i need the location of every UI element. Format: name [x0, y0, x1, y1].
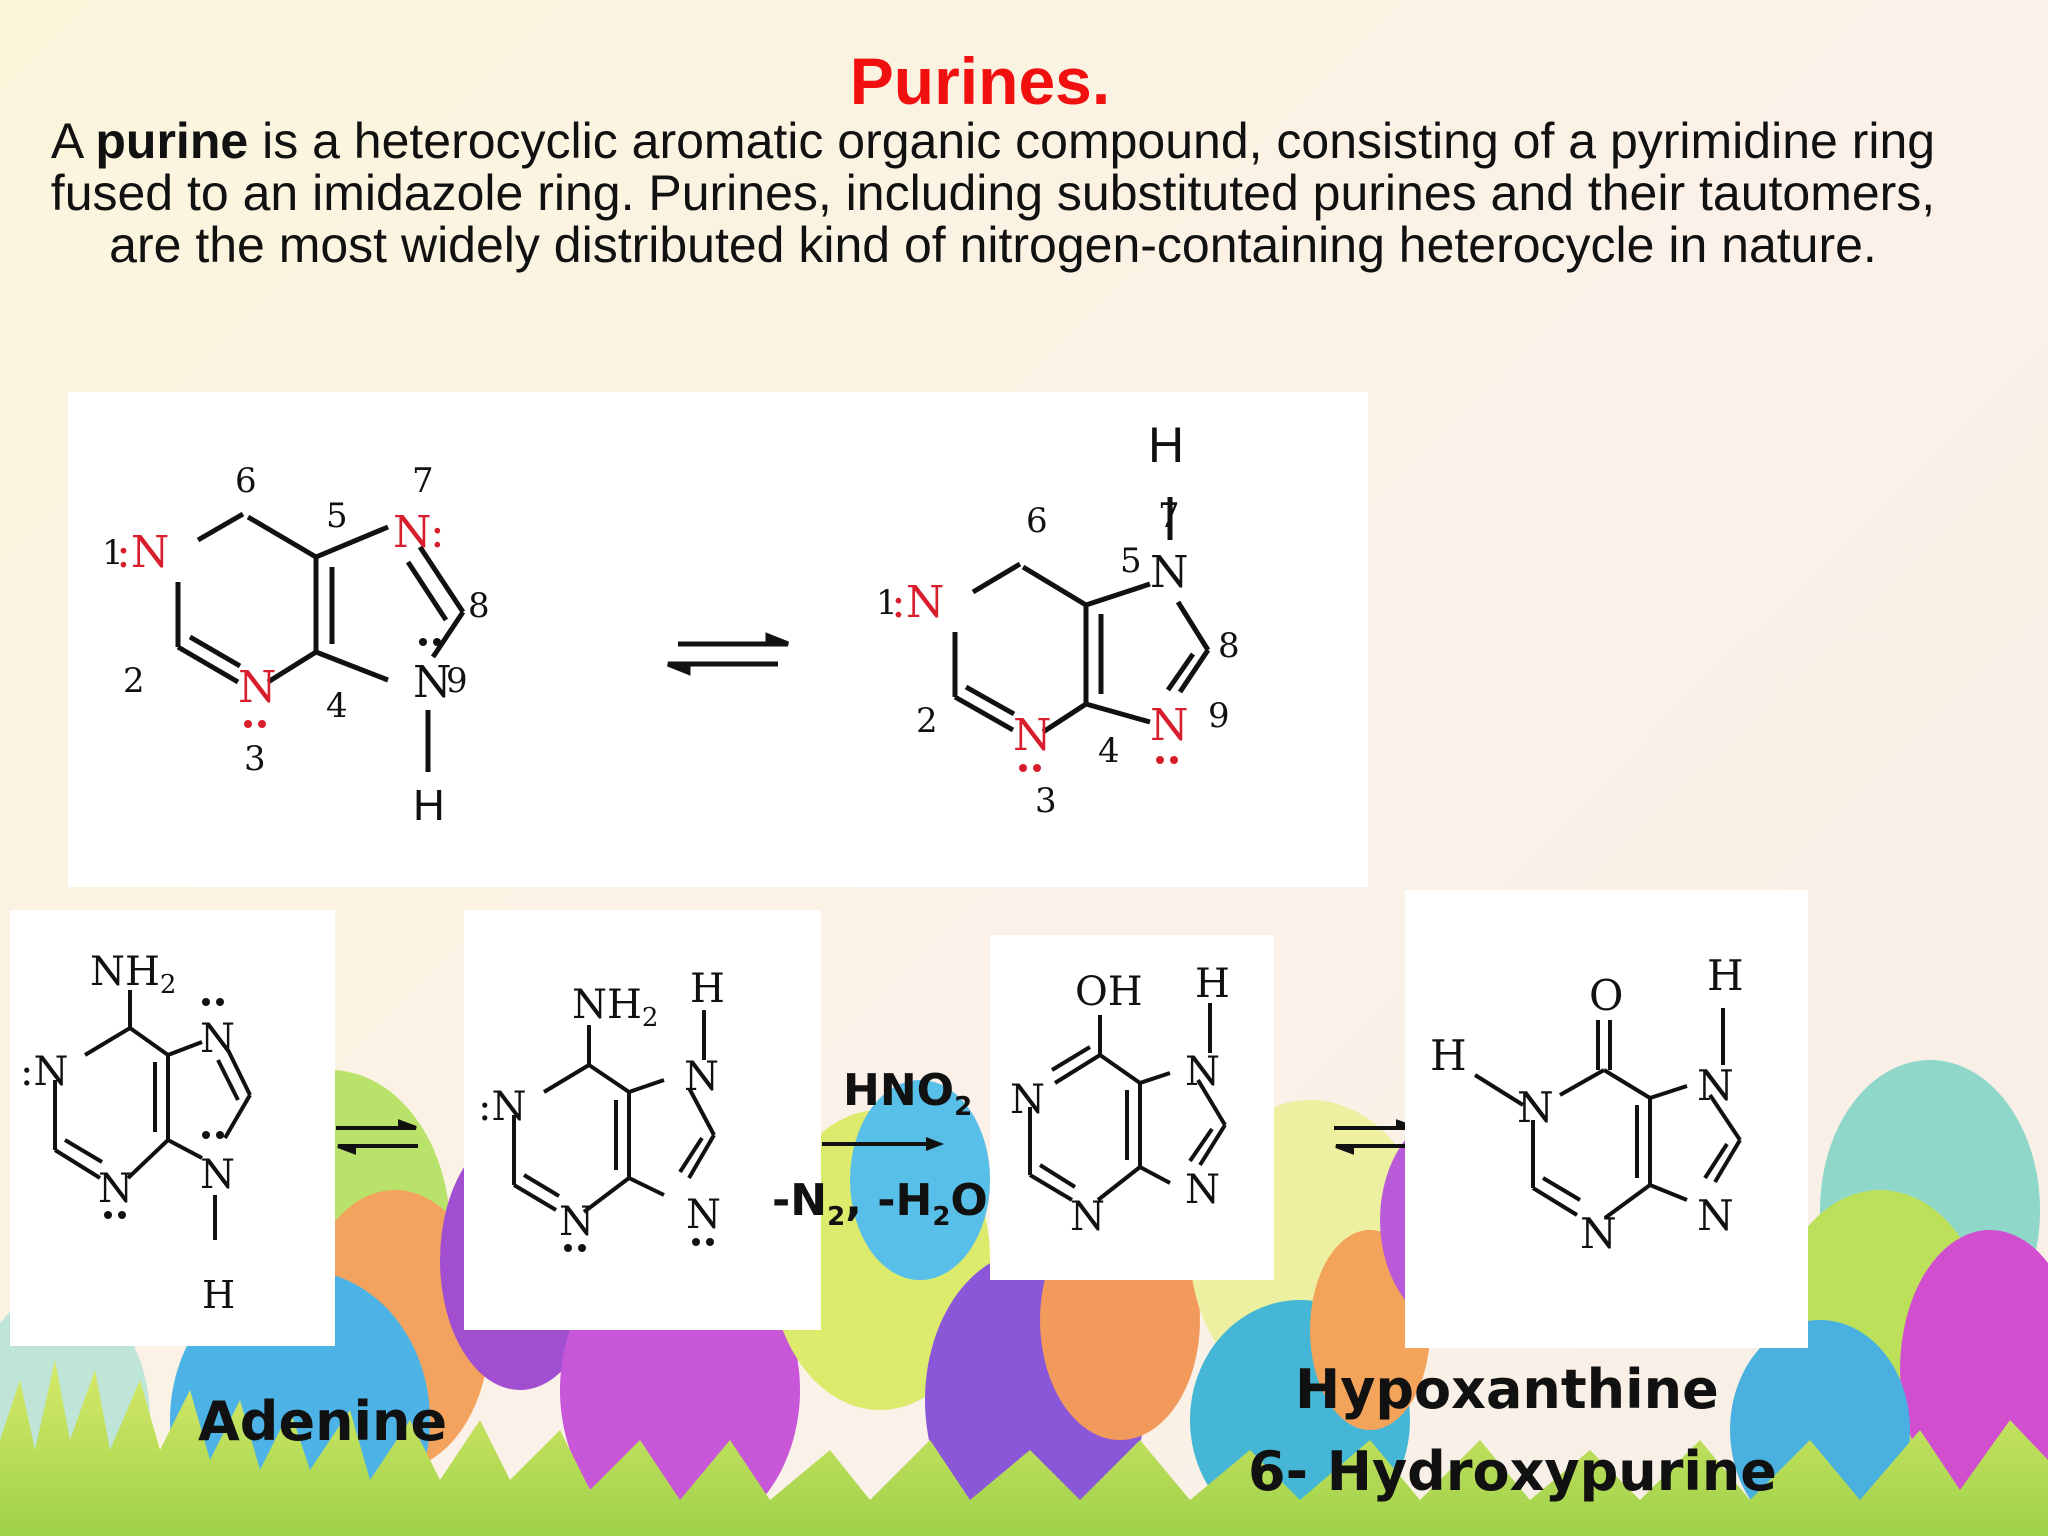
- purine-7h-num-6: 6: [1026, 501, 1048, 541]
- purine-7h-num-2: 2: [916, 701, 938, 741]
- hypoxanthine-o: O: [1589, 971, 1623, 1020]
- reagent-top: HNO2: [843, 1065, 973, 1122]
- caption-adenine: Adenine: [198, 1390, 448, 1453]
- purine-7h-n7: N: [1150, 547, 1189, 598]
- purine-9h-num-9: 9: [446, 661, 468, 701]
- hypoxanthine-n1: N: [1517, 1083, 1554, 1132]
- adenine-9h-h9: H: [202, 1273, 235, 1317]
- adenine-7h-h7: H: [690, 966, 725, 1012]
- adenine-7h-n3: N: [559, 1199, 594, 1245]
- purine-9h-num-7: 7: [412, 461, 434, 501]
- hypoxanthine-h7: H: [1707, 951, 1744, 1000]
- purine-7h-h7: H: [1148, 417, 1184, 473]
- intro-prefix: A: [50, 113, 96, 169]
- hydroxypurine-panel: OH H N N N N: [990, 935, 1274, 1280]
- intro-paragraph: A purine is a heterocyclic aromatic orga…: [18, 115, 1968, 271]
- purine-7h-num-8: 8: [1218, 626, 1240, 666]
- adenine-9h-n9: N: [200, 1152, 235, 1198]
- purine-9h-n7: N:: [393, 507, 445, 558]
- purine-9h-h9: H: [413, 781, 445, 830]
- adenine-9h-nh2: NH2: [90, 949, 176, 1000]
- hydroxypurine-oh: OH: [1075, 969, 1143, 1015]
- page-title: Purines.: [849, 44, 1111, 118]
- hydroxypurine-h7: H: [1195, 961, 1230, 1007]
- purine-9h-n3: N: [238, 662, 277, 713]
- purine-9h-num-1: 1: [102, 533, 124, 573]
- caption-hypoxanthine: Hypoxanthine: [1295, 1358, 1719, 1421]
- adenine-7h-nh2: NH2: [572, 982, 658, 1033]
- purine-7h-structure: [952, 497, 1211, 735]
- adenine-9h-n1: :N: [20, 1049, 68, 1095]
- purine-7h-n3: N: [1013, 710, 1052, 761]
- purine-9h-num-5: 5: [326, 496, 348, 536]
- purine-9h-num-2: 2: [123, 661, 145, 701]
- hydroxypurine-n3: N: [1070, 1194, 1105, 1240]
- purine-7h-num-3: 3: [1035, 781, 1057, 821]
- intro-bold-term: purine: [95, 113, 249, 169]
- equilibrium-arrow-adenine: [336, 1119, 418, 1155]
- purine-9h-num-6: 6: [235, 461, 257, 501]
- purine-9h-num-3: 3: [244, 739, 266, 779]
- purine-9h-structure: [175, 511, 466, 772]
- hypoxanthine-n7: N: [1697, 1061, 1734, 1110]
- hydroxypurine-n9: N: [1185, 1167, 1220, 1213]
- intro-rest: is a heterocyclic aromatic organic compo…: [50, 113, 1936, 273]
- reaction-arrow: [822, 1137, 944, 1151]
- purine-7h-num-1: 1: [876, 583, 898, 623]
- purine-9h-num-8: 8: [468, 586, 490, 626]
- purine-9h-n9: N: [413, 657, 452, 708]
- adenine-7h-panel: NH2 H :N N N N: [464, 910, 821, 1330]
- purine-7h-n1: :N: [891, 577, 944, 628]
- adenine-9h-n3: N: [98, 1166, 133, 1212]
- purine-7h-num-7: 7: [1158, 496, 1180, 536]
- purine-7h-num-9: 9: [1208, 696, 1230, 736]
- hypoxanthine-n3: N: [1580, 1209, 1617, 1258]
- hypoxanthine-h1: H: [1430, 1031, 1467, 1080]
- reagent-bottom: -N2, -H2O: [772, 1175, 988, 1232]
- purine-7h-num-5: 5: [1120, 541, 1142, 581]
- purine-tautomers-panel: :N N N: N H 1 2 3 4 5 6 7 8 9: [68, 392, 1368, 887]
- adenine-7h-n1: :N: [478, 1084, 526, 1130]
- equilibrium-arrow-top: [667, 632, 789, 676]
- hydroxypurine-n1: N: [1010, 1077, 1045, 1123]
- hypoxanthine-n9: N: [1697, 1191, 1734, 1240]
- hypoxanthine-panel: O H H N N N N: [1405, 890, 1808, 1348]
- purine-7h-n9: N: [1150, 700, 1189, 751]
- purine-7h-num-4: 4: [1098, 731, 1120, 771]
- adenine-7h-n7: N: [684, 1054, 719, 1100]
- caption-hydroxypurine: 6- Hydroxypurine: [1248, 1440, 1777, 1503]
- hydroxypurine-n7: N: [1185, 1049, 1220, 1095]
- adenine-7h-n9: N: [686, 1192, 721, 1238]
- purine-9h-num-4: 4: [326, 686, 348, 726]
- purine-9h-n1: :N: [116, 527, 169, 578]
- adenine-9h-panel: NH2 :N N N N H: [10, 910, 335, 1346]
- adenine-9h-n7: N: [200, 1016, 235, 1062]
